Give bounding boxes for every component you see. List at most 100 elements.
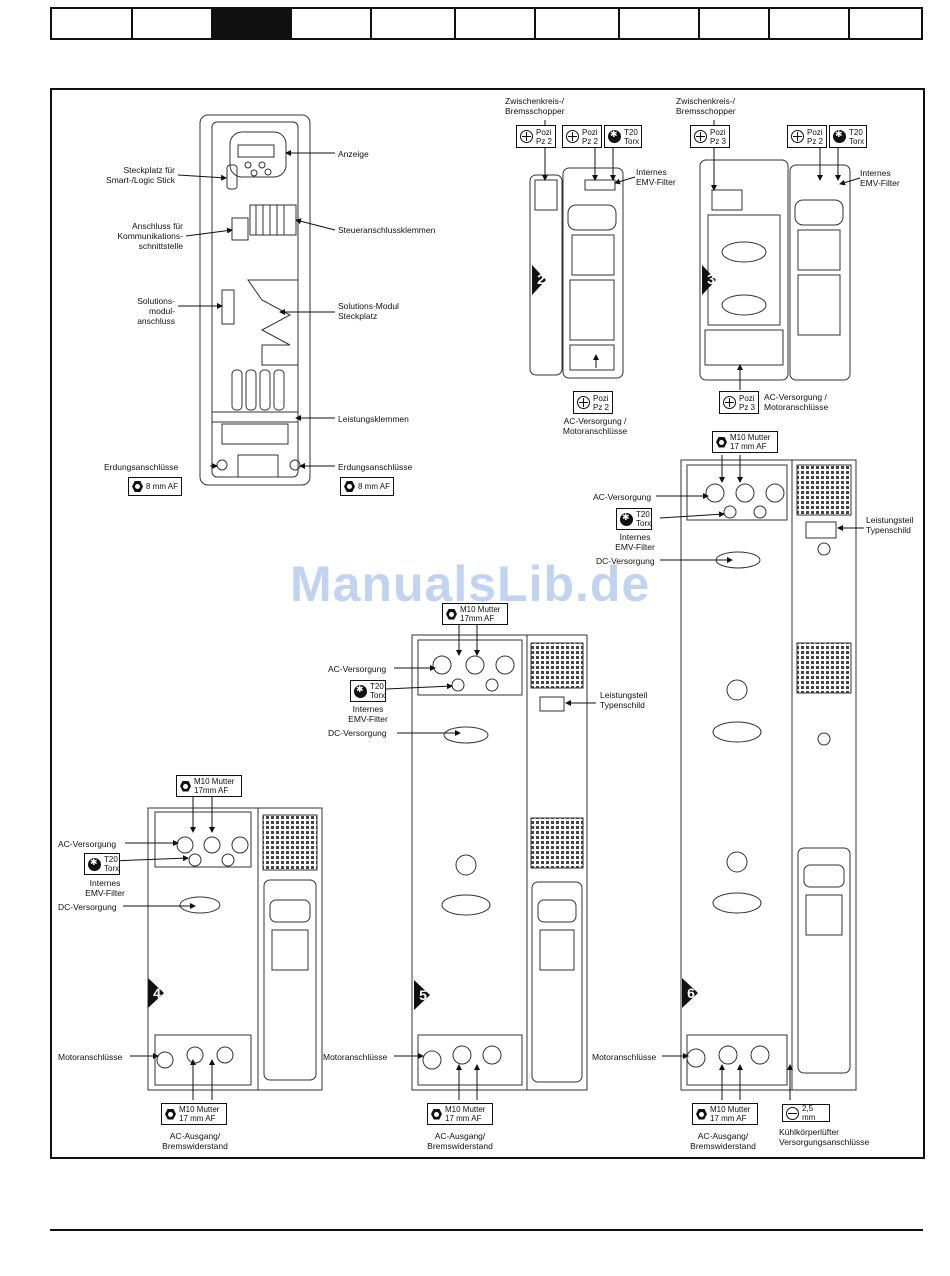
- header-tab-active: [213, 9, 292, 38]
- header-tab: [292, 9, 372, 38]
- drive-5-grill-top: [530, 642, 584, 689]
- torx-icon: [608, 130, 621, 143]
- tool-torx-2: T20 Torx: [604, 125, 642, 148]
- drive-6-badge-shape: [682, 978, 698, 1008]
- drive-3-outline: [699, 159, 851, 381]
- label-zwischenkreis-2: Zwischenkreis-/ Bremsschopper: [505, 96, 565, 116]
- label-emv-2: Internes EMV-Filter: [636, 167, 676, 187]
- tool-m10-4-top: M10 Mutter 17mm AF: [176, 775, 242, 797]
- tool-pozi-2-bottom: Pozi Pz 2: [573, 391, 613, 414]
- label-typenschild-6: Leistungsteil Typenschild: [866, 515, 914, 535]
- hex-nut-icon: [431, 1108, 442, 1120]
- label-dc-5: DC-Versorgung: [328, 728, 387, 738]
- drive-badge-3: 3: [707, 271, 715, 287]
- tool-m10-5-bottom: M10 Mutter 17 mm AF: [427, 1103, 493, 1125]
- drive-2-badge-shape: [532, 265, 546, 295]
- label-ac-out-4: AC-Ausgang/ Bremswiderstand: [162, 1131, 228, 1151]
- drive-6-outline: [680, 459, 857, 1091]
- tool-label: T20 Torx: [624, 127, 640, 146]
- label-kuehlkoerperluefter: Kühlkörperlüfter Versorgungsanschlüsse: [779, 1127, 870, 1147]
- label-kommunikation: Anschluss für Kommunikations- schnittste…: [117, 221, 183, 251]
- label-solutions-steckplatz: Solutions-Modul Steckplatz: [338, 301, 399, 321]
- watermark-text: ManualsLib.de: [290, 556, 651, 612]
- label-steckplatz: Steckplatz für Smart-/Logic Stick: [106, 165, 175, 185]
- label-erdung-right: Erdungsanschlüsse: [338, 462, 413, 472]
- tool-m10-6-top: M10 Mutter 17 mm AF: [712, 431, 778, 453]
- tool-label: M10 Mutter 17 mm AF: [179, 1105, 220, 1123]
- hex-nut-icon: [165, 1108, 176, 1120]
- hex-nut-icon: [716, 436, 727, 448]
- label-dc-4: DC-Versorgung: [58, 902, 117, 912]
- label-emv-5: Internes EMV-Filter: [348, 704, 388, 724]
- label-ac-5: AC-Versorgung: [328, 664, 387, 674]
- tool-label: Pozi Pz 2: [593, 393, 610, 412]
- tool-label: 8 mm AF: [146, 482, 179, 491]
- label-emv-4: Internes EMV-Filter: [85, 878, 125, 898]
- tool-label: M10 Mutter 17mm AF: [460, 605, 501, 623]
- tool-pozi-3b: Pozi Pz 2: [787, 125, 827, 148]
- drive-badge-4: 4: [153, 985, 161, 1001]
- drive-4-badge-shape: [148, 978, 164, 1008]
- pozi-screwdriver-icon: [694, 130, 707, 143]
- label-ac-2: AC-Versorgung / Motoranschlüsse: [562, 416, 628, 436]
- header-tab: [133, 9, 213, 38]
- label-leistungsklemmen: Leistungsklemmen: [338, 414, 409, 424]
- label-dc-6: DC-Versorgung: [596, 556, 655, 566]
- pozi-screwdriver-icon: [566, 130, 579, 143]
- drive-6-grill-mid: [796, 642, 852, 694]
- tool-label: T20 Torx: [104, 855, 120, 873]
- pozi-screwdriver-icon: [577, 396, 590, 409]
- drive-badge-6: 6: [687, 985, 695, 1001]
- label-typenschild-5: Leistungsteil Typenschild: [600, 690, 648, 710]
- label-motor-4: Motoranschlüsse: [58, 1052, 123, 1062]
- drive-5-outline: [411, 634, 588, 1091]
- drive-badge-5: 5: [419, 987, 427, 1003]
- label-motor-5: Motoranschlüsse: [323, 1052, 388, 1062]
- label-erdung-left: Erdungsanschlüsse: [104, 462, 179, 472]
- tool-torx-4: T20 Torx: [84, 853, 120, 875]
- tool-pozi-2b: Pozi Pz 2: [562, 125, 602, 148]
- drive-badge-2: 2: [537, 271, 545, 287]
- torx-icon: [88, 857, 101, 871]
- hex-nut-icon: [696, 1108, 707, 1120]
- label-zwischenkreis-3: Zwischenkreis-/ Bremsschopper: [676, 96, 736, 116]
- tool-label: Pozi Pz 2: [582, 127, 599, 146]
- tool-label: T20 Torx: [849, 127, 865, 146]
- label-ac-out-5: AC-Ausgang/ Bremswiderstand: [427, 1131, 493, 1151]
- drive-4-grill: [262, 814, 318, 871]
- header-tab: [700, 9, 770, 38]
- tool-label: Pozi Pz 3: [739, 393, 756, 412]
- pozi-screwdriver-icon: [520, 130, 533, 143]
- pozi-screwdriver-icon: [723, 396, 736, 409]
- tool-pozi-2a: Pozi Pz 2: [516, 125, 556, 148]
- label-steueranschlussklemmen: Steueranschlussklemmen: [338, 225, 436, 235]
- drive-5-grill-mid: [530, 817, 584, 869]
- tool-label: Pozi Pz 2: [536, 127, 553, 146]
- tool-label: Pozi Pz 3: [710, 127, 727, 146]
- label-anzeige: Anzeige: [338, 149, 369, 159]
- tool-torx-3: T20 Torx: [829, 125, 867, 148]
- header-tab: [770, 9, 850, 38]
- tool-pozi-3-bottom: Pozi Pz 3: [719, 391, 759, 414]
- torx-icon: [620, 512, 633, 526]
- tool-m10-5-top: M10 Mutter 17mm AF: [442, 603, 508, 625]
- tool-8mm-left: 8 mm AF: [128, 477, 182, 496]
- tool-torx-5: T20 Torx: [350, 680, 386, 702]
- hex-nut-icon: [446, 608, 457, 620]
- drive-5-badge-shape: [414, 980, 430, 1010]
- header-tab: [536, 9, 620, 38]
- drive-4-outline: [147, 807, 323, 1091]
- tool-pozi-3a: Pozi Pz 3: [690, 125, 730, 148]
- tool-torx-6: T20 Torx: [616, 508, 652, 530]
- header-tab: [372, 9, 456, 38]
- tool-m10-6-bottom: M10 Mutter 17 mm AF: [692, 1103, 758, 1125]
- label-emv-6: Internes EMV-Filter: [615, 532, 655, 552]
- header-tab: [52, 9, 133, 38]
- drive-3-badge-shape: [702, 265, 716, 295]
- header-tab: [456, 9, 536, 38]
- tool-label: 8 mm AF: [358, 482, 391, 491]
- label-motor-6: Motoranschlüsse: [592, 1052, 657, 1062]
- header-tab: [620, 9, 700, 38]
- tool-2-5mm-6: 2,5 mm: [782, 1104, 830, 1122]
- tool-8mm-right: 8 mm AF: [340, 477, 394, 496]
